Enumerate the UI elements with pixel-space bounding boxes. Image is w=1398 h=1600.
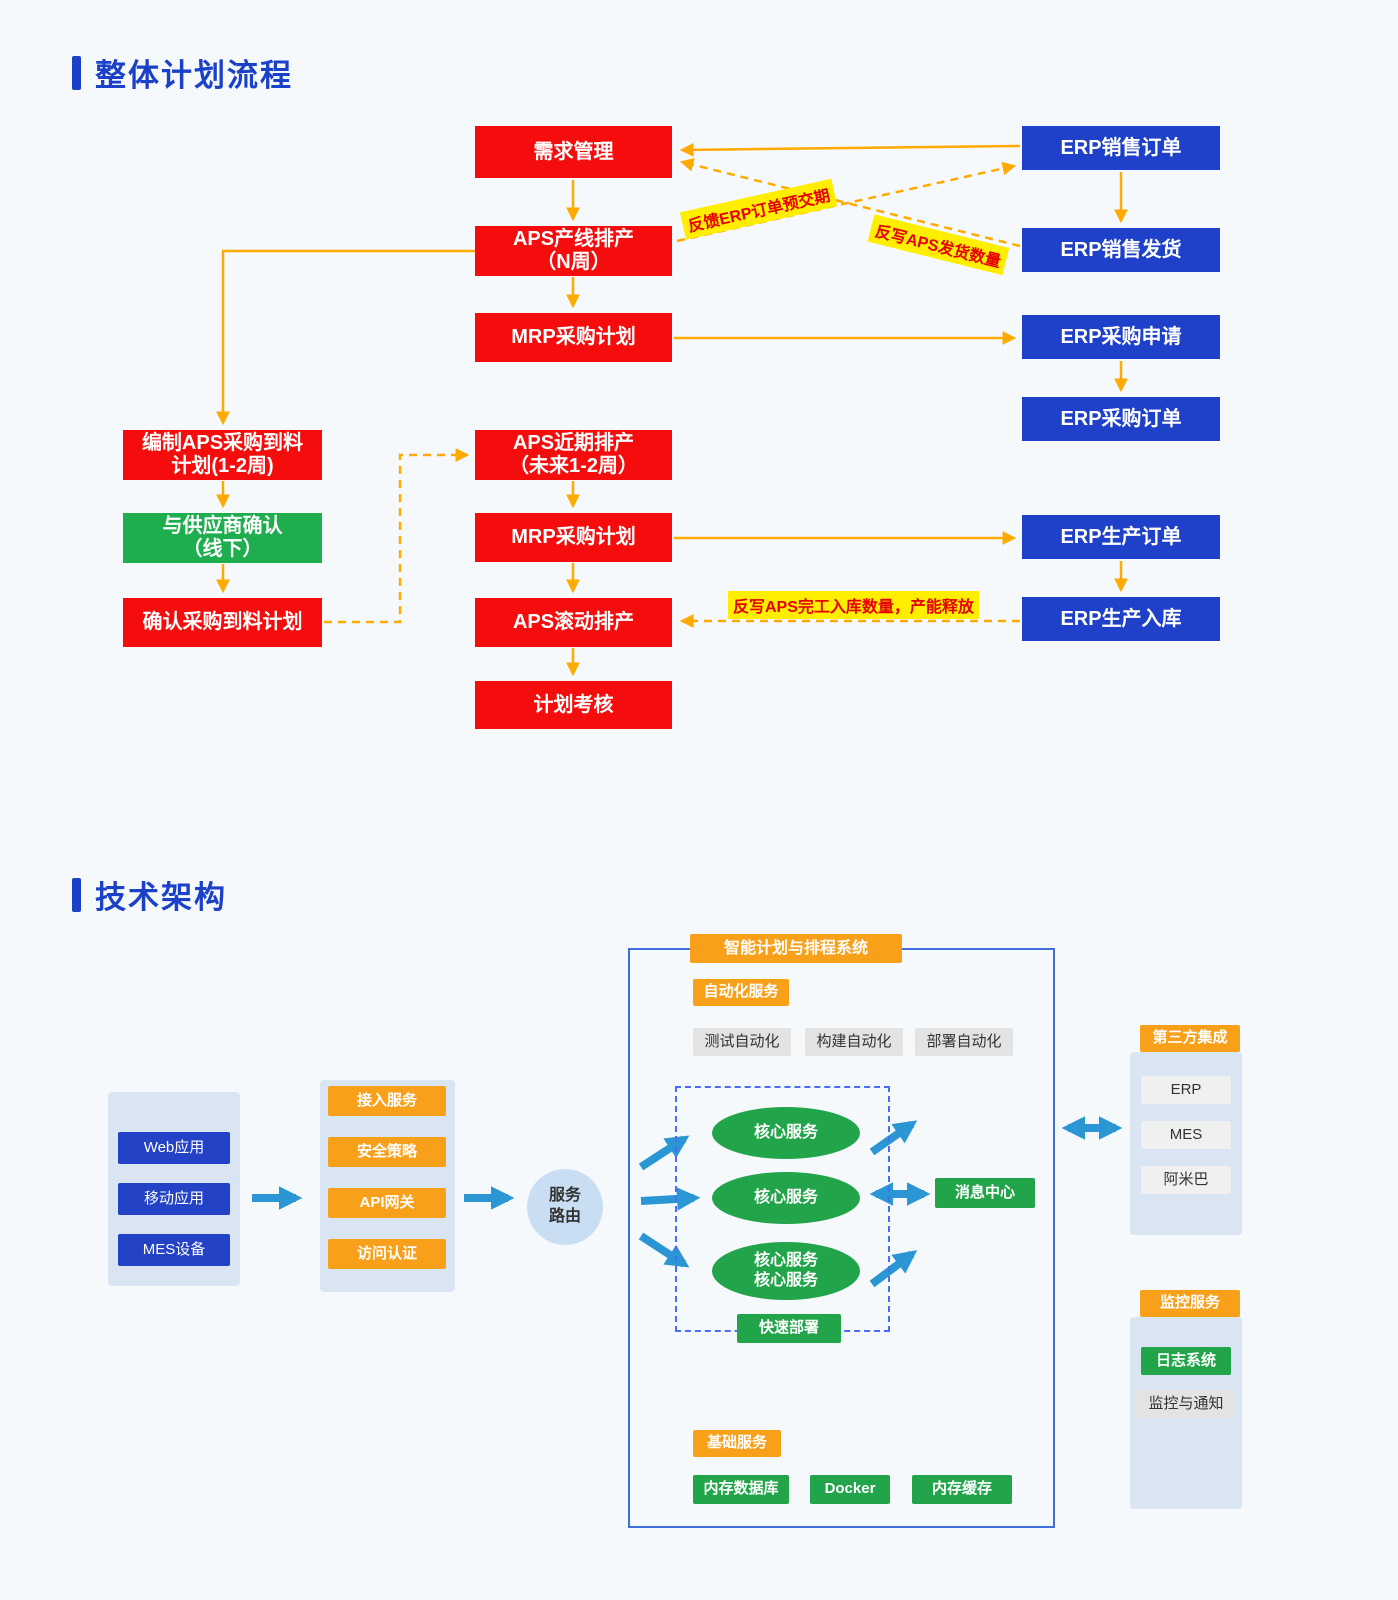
node-label: 需求管理 [533, 140, 614, 163]
node-sublabel: 计划(1-2周) [171, 455, 274, 477]
flow-node-aps-line-scheduling: APS产线排产 （N周） [475, 226, 672, 276]
flow-node-confirm-with-supplier: 与供应商确认 （线下） [123, 513, 322, 563]
node-label: ERP生产订单 [1060, 525, 1182, 548]
flow-node-aps-rolling-scheduling: APS滚动排产 [475, 598, 672, 647]
automation-build: 构建自动化 [805, 1028, 903, 1056]
message-center: 消息中心 [935, 1178, 1035, 1208]
core-service-3: 核心服务 核心服务 [712, 1242, 860, 1300]
flow-node-erp-sales-shipment: ERP销售发货 [1022, 228, 1220, 272]
flow-node-mrp-purchase-plan-2: MRP采购计划 [475, 513, 672, 562]
flow-node-erp-production-order: ERP生产订单 [1022, 515, 1220, 559]
annotation-feedback-due-date: 反馈ERP订单预交期 [679, 178, 838, 240]
node-label: ERP销售订单 [1060, 136, 1182, 159]
third-party-amoeba: 阿米巴 [1141, 1166, 1231, 1194]
tech-section-title: 技术架构 [72, 872, 227, 917]
third-party-mes: MES [1141, 1121, 1231, 1149]
node-label: ERP采购订单 [1060, 407, 1182, 430]
base-services-header: 基础服务 [693, 1430, 781, 1457]
flow-node-erp-production-inbound: ERP生产入库 [1022, 597, 1220, 641]
router-label-line1: 服务 [548, 1187, 581, 1205]
core-service-1: 核心服务 [712, 1107, 860, 1159]
access-api-gateway: API网关 [328, 1188, 446, 1218]
node-label: MRP采购计划 [511, 526, 636, 548]
third-party-erp: ERP [1141, 1076, 1231, 1104]
third-party-header: 第三方集成 [1140, 1025, 1240, 1052]
tech-section-title-text: 技术架构 [95, 880, 227, 915]
node-sublabel: （线下） [182, 538, 263, 560]
node-label: ERP生产入库 [1060, 607, 1182, 630]
client-mobile-app: 移动应用 [118, 1183, 230, 1215]
flow-node-erp-sales-order: ERP销售订单 [1022, 126, 1220, 170]
monitor-notify: 监控与通知 [1136, 1390, 1236, 1418]
automation-test: 测试自动化 [693, 1028, 791, 1056]
title-bar-decoration [72, 877, 81, 912]
automation-header: 自动化服务 [693, 979, 789, 1006]
node-label: 核心服务 [753, 1252, 818, 1269]
plan-section-title: 整体计划流程 [72, 50, 293, 95]
flow-node-confirm-material-plan: 确认采购到料计划 [123, 598, 322, 647]
title-bar-decoration [72, 55, 81, 90]
core-service-2: 核心服务 [712, 1172, 860, 1224]
system-title: 智能计划与排程系统 [690, 934, 902, 963]
flow-node-aps-near-term-scheduling: APS近期排产 （未来1-2周） [475, 430, 672, 480]
node-label: 计划考核 [533, 693, 614, 716]
flow-node-compile-aps-material-plan: 编制APS采购到料 计划(1-2周) [123, 430, 322, 480]
plan-section-title-text: 整体计划流程 [95, 58, 293, 93]
automation-deploy: 部署自动化 [915, 1028, 1013, 1056]
access-auth: 访问认证 [328, 1239, 446, 1269]
access-security-policy: 安全策略 [328, 1137, 446, 1167]
base-in-memory-db: 内存数据库 [693, 1475, 789, 1504]
node-label: 核心服务 [753, 1124, 818, 1141]
node-label: APS产线排产 [512, 228, 635, 250]
node-label: 编制APS采购到料 [141, 432, 304, 454]
service-router: 服务 路由 [527, 1169, 603, 1245]
monitor-header: 监控服务 [1140, 1290, 1240, 1317]
flow-node-plan-assessment: 计划考核 [475, 681, 672, 729]
node-sublabel: （N周） [536, 251, 611, 273]
annotation-writeback-shipment: 反写APS发货数量 [867, 214, 1010, 276]
plan-solid-arrows [216, 142, 1128, 677]
client-web-app: Web应用 [118, 1132, 230, 1164]
monitor-log-system: 日志系统 [1141, 1347, 1231, 1375]
flow-node-demand-management: 需求管理 [475, 126, 672, 178]
access-header: 接入服务 [328, 1086, 446, 1116]
flow-node-erp-purchase-request: ERP采购申请 [1022, 315, 1220, 359]
quick-deploy: 快速部署 [737, 1314, 841, 1343]
node-sublabel: 核心服务 [753, 1272, 818, 1289]
node-label: APS近期排产 [512, 432, 635, 454]
node-label: ERP采购申请 [1060, 325, 1182, 348]
base-memory-cache: 内存缓存 [912, 1475, 1012, 1504]
flow-node-erp-purchase-order: ERP采购订单 [1022, 397, 1220, 441]
node-label: 确认采购到料计划 [142, 611, 303, 633]
base-docker: Docker [810, 1475, 890, 1504]
router-label-line2: 路由 [548, 1208, 581, 1225]
client-mes-device: MES设备 [118, 1234, 230, 1266]
flow-node-mrp-purchase-plan-1: MRP采购计划 [475, 313, 672, 362]
annotation-writeback-inbound: 反写APS完工入库数量，产能释放 [728, 591, 979, 619]
node-label: 与供应商确认 [162, 515, 283, 537]
node-label: MRP采购计划 [511, 326, 636, 348]
node-label: APS滚动排产 [512, 611, 635, 633]
node-sublabel: （未来1-2周） [509, 455, 638, 477]
node-label: 核心服务 [753, 1189, 818, 1206]
node-label: ERP销售发货 [1060, 238, 1182, 261]
